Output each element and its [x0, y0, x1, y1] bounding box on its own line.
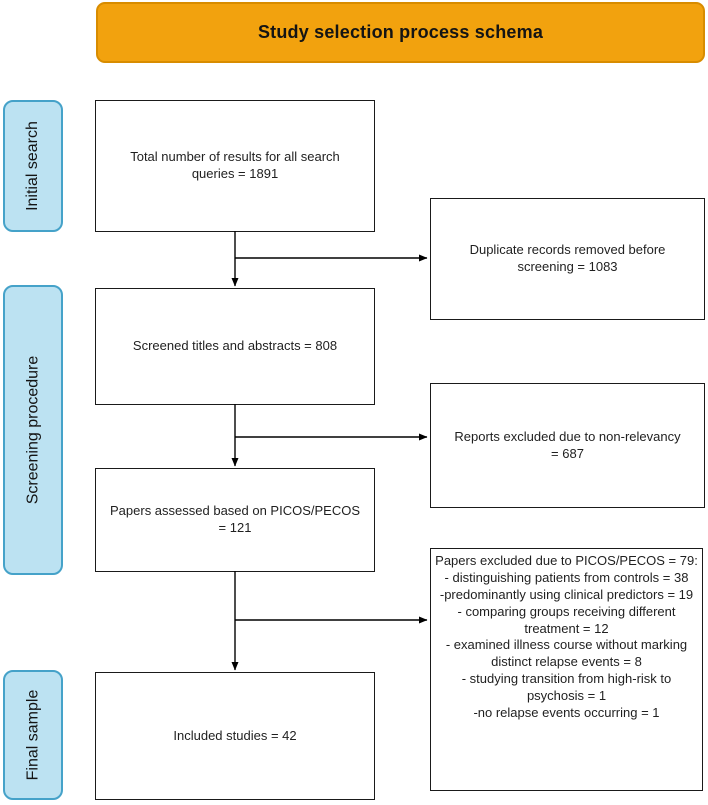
flow-box-screened-titles: Screened titles and abstracts = 808 — [95, 288, 375, 405]
exclusion-detail-line: -no relapse events occurring = 1 — [473, 705, 660, 721]
flow-box-text: Total number of results for all search q… — [130, 149, 340, 181]
stage-label-text: Final sample — [24, 689, 42, 781]
stage-label-final-sample: Final sample — [3, 670, 63, 800]
exclusion-box-text: Reports excluded due to non-relevancy = … — [454, 428, 681, 461]
exclusion-detail-line: - studying transition from high-risk to … — [461, 671, 672, 704]
exclusion-box-text-lines: Papers excluded due to PICOS/PECOS = 79:… — [435, 553, 698, 722]
flow-box-text: Included studies = 42 — [173, 727, 297, 743]
flow-box-total-results: Total number of results for all search q… — [95, 100, 375, 232]
exclusion-detail-line: - comparing groups receiving different t… — [457, 603, 676, 636]
exclusion-box-text: Duplicate records removed before screeni… — [469, 242, 666, 274]
exclusion-detail-line: Papers excluded due to PICOS/PECOS = 79: — [435, 553, 698, 568]
stage-label-screening-procedure: Screening procedure — [3, 285, 63, 575]
title-banner: Study selection process schema — [96, 2, 705, 63]
exclusion-detail-line: - distinguishing patients from controls … — [444, 569, 689, 585]
exclusion-box-picos-pecos: Papers excluded due to PICOS/PECOS = 79:… — [430, 548, 703, 791]
flow-box-text: Papers assessed based on PICOS/PECOS = 1… — [110, 503, 361, 535]
exclusion-box-non-relevancy: Reports excluded due to non-relevancy = … — [430, 383, 705, 508]
exclusion-box-duplicates: Duplicate records removed before screeni… — [430, 198, 705, 320]
exclusion-detail-line: -predominantly using clinical predictors… — [439, 586, 694, 602]
stage-label-text: Initial search — [24, 121, 42, 211]
flow-box-text: Screened titles and abstracts = 808 — [132, 338, 338, 354]
flow-box-papers-assessed: Papers assessed based on PICOS/PECOS = 1… — [95, 468, 375, 572]
exclusion-detail-line: - examined illness course without markin… — [445, 637, 688, 670]
flow-box-included-studies: Included studies = 42 — [95, 672, 375, 800]
stage-label-initial-search: Initial search — [3, 100, 63, 232]
stage-label-text: Screening procedure — [24, 355, 42, 505]
diagram-title: Study selection process schema — [257, 22, 544, 42]
